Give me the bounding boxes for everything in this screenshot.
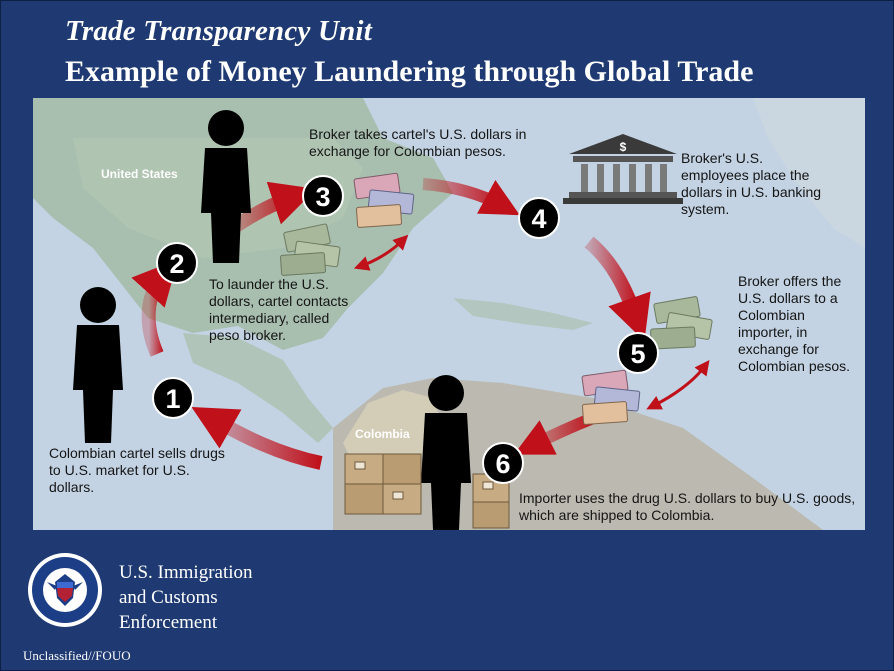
cartel-contact-silhouette-icon bbox=[201, 110, 251, 263]
classification-marking: Unclassified//FOUO bbox=[23, 648, 131, 663]
peso-bundle-icon bbox=[353, 172, 415, 228]
step-3-number: 3 bbox=[315, 182, 330, 212]
exchange-arrow-step-3 bbox=[353, 234, 409, 271]
arrow-4-to-5 bbox=[584, 236, 651, 342]
central-america-land bbox=[183, 333, 333, 443]
agency-name-line-3: Enforcement bbox=[119, 612, 218, 633]
step-badges: 1 2 3 4 5 6 bbox=[152, 175, 659, 484]
agency-name-line-1: U.S. Immigration bbox=[119, 562, 253, 583]
map-label-united-states: United States bbox=[101, 167, 178, 181]
bank-icon: $ bbox=[563, 134, 683, 204]
slide-header: Trade Transparency Unit Example of Money… bbox=[1, 1, 893, 98]
step-2-caption: To launder the U.S. dollars, cartel cont… bbox=[209, 276, 349, 343]
diagram-graphics: $ bbox=[33, 98, 865, 530]
cartel-silhouette-icon bbox=[73, 287, 123, 443]
step-6-badge: 6 bbox=[482, 442, 524, 484]
step-4-caption: Broker's U.S. employees place the dollar… bbox=[681, 150, 822, 217]
diagram-panel: $ bbox=[33, 98, 865, 530]
importer-silhouette-icon bbox=[421, 375, 471, 530]
arrow-6-to-1 bbox=[191, 407, 323, 470]
arrow-1-to-2 bbox=[131, 259, 178, 357]
svg-text:$: $ bbox=[620, 140, 627, 154]
slide-subtitle: Example of Money Laundering through Glob… bbox=[65, 55, 754, 88]
slide-footer: U.S. Immigration and Customs Enforcement… bbox=[1, 530, 893, 670]
step-4-badge: 4 bbox=[518, 197, 560, 239]
agency-name-line-2: and Customs bbox=[119, 587, 218, 608]
step-1-badge: 1 bbox=[152, 377, 194, 419]
slide-title: Trade Transparency Unit bbox=[65, 15, 372, 47]
step-5-caption: Broker offers the U.S. dollars to a Colo… bbox=[738, 273, 851, 374]
colombia-land bbox=[343, 390, 443, 470]
dollar-bundle-icon bbox=[650, 296, 713, 350]
africa-edge-land bbox=[753, 98, 865, 248]
agency-name: U.S. Immigration and Customs Enforcement bbox=[119, 560, 253, 635]
step-5-number: 5 bbox=[630, 339, 645, 369]
dhs-seal-icon bbox=[28, 553, 102, 627]
step-1-number: 1 bbox=[165, 384, 180, 414]
step-2-number: 2 bbox=[169, 249, 184, 279]
dollar-bundle-icon bbox=[279, 223, 341, 276]
step-6-caption: Importer uses the drug U.S. dollars to b… bbox=[519, 490, 856, 523]
step-4-number: 4 bbox=[531, 204, 546, 234]
map-label-colombia: Colombia bbox=[355, 427, 410, 441]
arrow-3-to-4 bbox=[422, 178, 520, 216]
exchange-arrow-step-5 bbox=[646, 360, 710, 410]
step-2-badge: 2 bbox=[156, 242, 198, 284]
peso-bundle-icon bbox=[581, 369, 641, 425]
step-3-badge: 3 bbox=[302, 175, 344, 217]
caribbean-land bbox=[453, 298, 593, 330]
step-6-number: 6 bbox=[495, 449, 510, 479]
step-5-badge: 5 bbox=[617, 332, 659, 374]
step-3-caption: Broker takes cartel's U.S. dollars in ex… bbox=[309, 126, 527, 159]
step-1-caption: Colombian cartel sells drugs to U.S. mar… bbox=[49, 445, 225, 495]
